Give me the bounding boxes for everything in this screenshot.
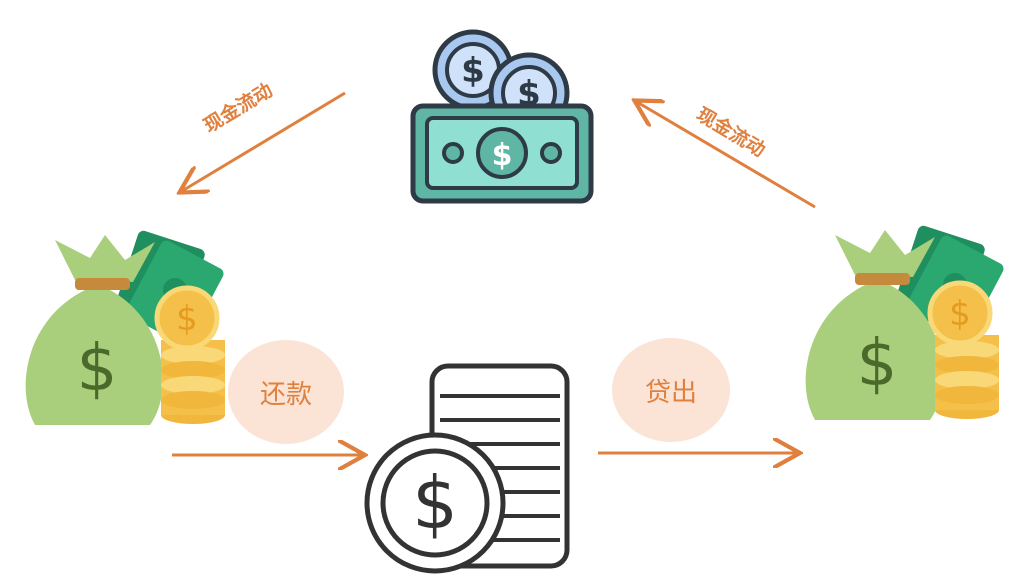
- lend-label: 贷出: [612, 338, 730, 442]
- svg-text:$: $: [857, 327, 898, 401]
- svg-text:$: $: [949, 294, 971, 334]
- svg-text:$: $: [77, 332, 118, 406]
- arrow-top-to-left: [182, 91, 346, 191]
- svg-text:$: $: [412, 461, 458, 545]
- money-bag-icon: $ $: [15, 220, 225, 435]
- svg-text:$: $: [176, 299, 198, 339]
- coin-ledger-icon: $: [360, 358, 580, 576]
- svg-text:$: $: [461, 51, 485, 91]
- svg-text:$: $: [492, 138, 513, 173]
- cash-stack-icon: $ $ $: [405, 28, 600, 208]
- arrow-right-to-top: [637, 102, 816, 209]
- repay-label: 还款: [228, 340, 344, 444]
- money-bag-icon-right: $ $: [795, 215, 1005, 430]
